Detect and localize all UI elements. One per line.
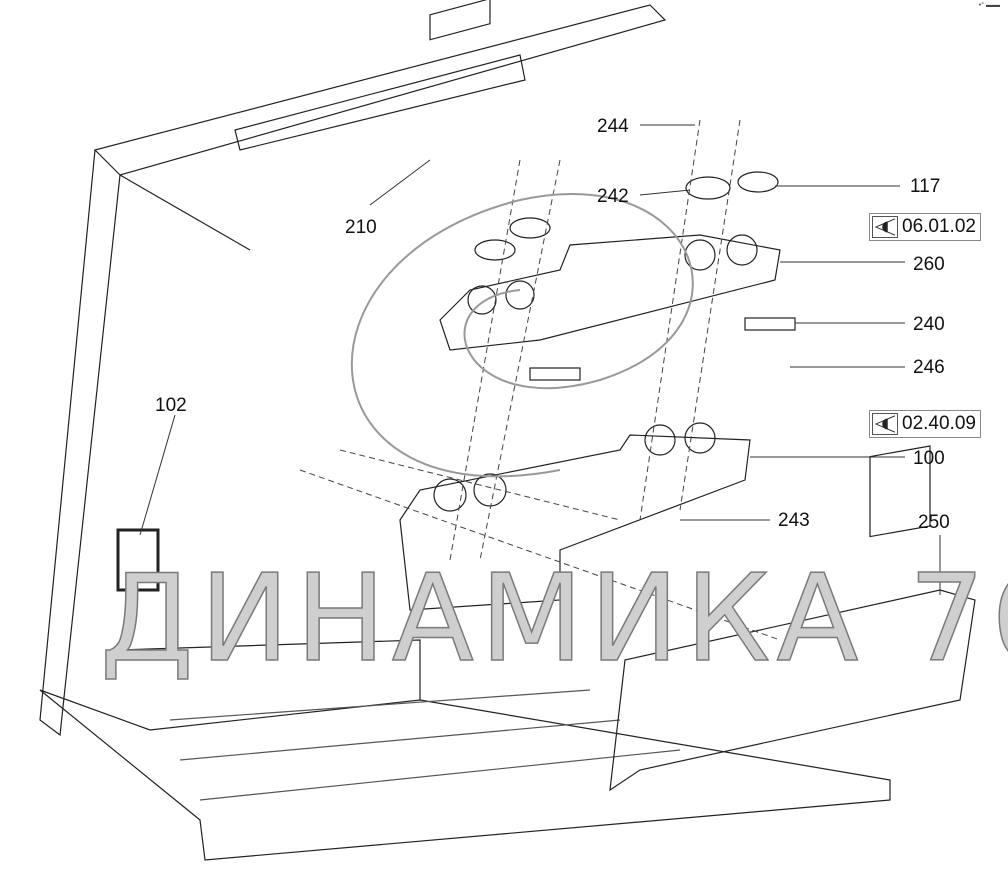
logo-watermark	[350, 193, 694, 478]
callout-243[interactable]: 243	[778, 510, 810, 531]
switch-block-210	[429, 0, 491, 41]
roof-beam	[234, 54, 526, 151]
callout-242[interactable]: 242	[597, 186, 629, 207]
callout-246[interactable]: 246	[913, 357, 945, 378]
side-panel-window	[869, 445, 931, 538]
callout-100[interactable]: 100	[913, 448, 945, 469]
floor	[39, 639, 891, 861]
callout-240[interactable]: 240	[913, 314, 945, 335]
upper-panel-260	[439, 234, 781, 351]
callout-250[interactable]: 250	[918, 512, 950, 533]
leader-lines	[139, 124, 941, 595]
vent-grille-lower	[529, 367, 581, 381]
callout-117[interactable]: 117	[910, 176, 941, 197]
lower-panel-gauges	[433, 422, 716, 512]
assembly-lines	[299, 119, 781, 641]
view-reference-06-01-02[interactable]: 06.01.02	[869, 213, 981, 241]
corner-mark: •° ▬▬	[978, 2, 1000, 9]
callout-210[interactable]: 210	[345, 217, 377, 238]
view-reference-label: 06.01.02	[902, 216, 976, 237]
gauge-parts	[474, 171, 779, 261]
lower-panel-100	[399, 434, 751, 611]
frame-part-102	[116, 528, 160, 592]
cab-frame	[39, 4, 667, 737]
callout-102[interactable]: 102	[155, 395, 187, 416]
upper-panel-gauges	[467, 234, 758, 315]
vent-grille-240	[744, 317, 796, 331]
eye-icon	[872, 413, 898, 435]
callout-260[interactable]: 260	[913, 254, 945, 275]
watermark: ДИНАМИКА 76	[99, 550, 1008, 689]
view-reference-02-40-09[interactable]: 02.40.09	[869, 410, 981, 438]
view-reference-label: 02.40.09	[902, 413, 976, 434]
callout-244[interactable]: 244	[597, 116, 629, 137]
eye-icon	[872, 216, 898, 238]
floor-rails	[169, 689, 681, 801]
